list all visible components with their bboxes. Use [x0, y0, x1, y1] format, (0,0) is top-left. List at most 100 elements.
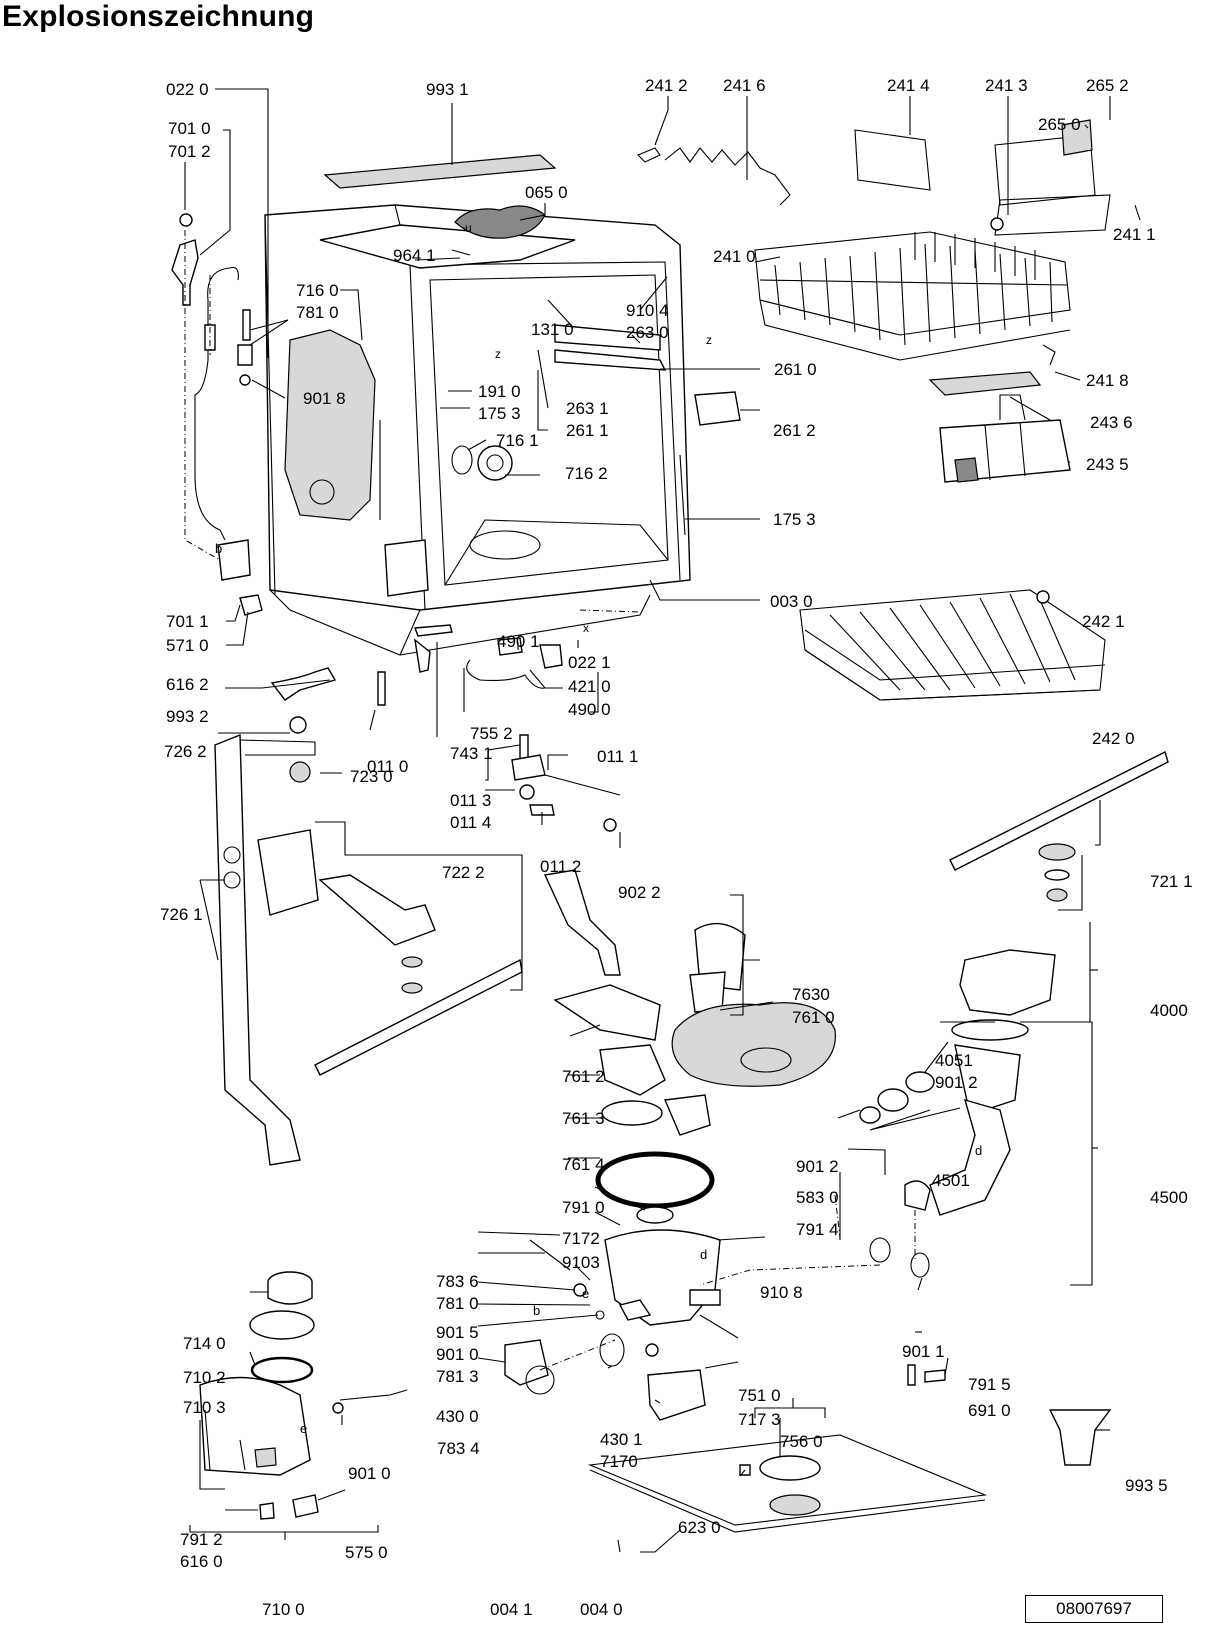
label-722-2: 722 2 — [442, 863, 485, 882]
label-755-2: 755 2 — [470, 724, 513, 743]
hose-connector — [954, 1044, 1021, 1116]
label-003-0: 003 0 — [770, 592, 813, 611]
sump — [604, 1229, 721, 1326]
label-902-2: 902 2 — [618, 883, 661, 902]
leader-lines — [184, 88, 1141, 1553]
label-4000: 4000 — [1150, 1001, 1188, 1020]
housing-gasket — [951, 1019, 1029, 1041]
hinge-bracket — [854, 129, 931, 191]
marker-b-1: b — [215, 541, 222, 556]
label-004-0: 004 0 — [580, 1600, 623, 1619]
label-011-2: 011 2 — [540, 857, 581, 876]
label-761-3: 761 3 — [562, 1109, 605, 1128]
label-583-0: 583 0 — [796, 1188, 839, 1207]
feed-pipe — [543, 869, 621, 976]
label-901-5: 901 5 — [436, 1323, 479, 1342]
label-763-0: 7630 — [792, 985, 830, 1004]
label-717-0: 7170 — [600, 1452, 638, 1471]
hose-line — [194, 266, 239, 541]
chamber-valve — [292, 1494, 319, 1518]
label-721-1: 721 1 — [1150, 872, 1193, 891]
label-261-1: 261 1 — [566, 421, 609, 440]
water-softener — [199, 1271, 315, 1476]
label-241-1: 241 1 — [1113, 225, 1156, 244]
cabinet-frame — [264, 204, 691, 656]
drain-hose — [929, 1098, 1011, 1216]
part-labels: 022 0 993 1 241 2 241 6 241 4 241 3 265 … — [160, 76, 1193, 1619]
upper-rail — [554, 324, 667, 371]
label-571-0: 571 0 — [166, 636, 209, 655]
sump-gasket — [595, 1151, 715, 1209]
label-175-3-a: 175 3 — [478, 404, 521, 423]
label-623-0: 623 0 — [678, 1518, 721, 1537]
label-781-3: 781 3 — [436, 1367, 479, 1386]
sump-outlet — [689, 1289, 721, 1306]
cutlery-basket-lid — [928, 371, 1042, 396]
label-751-0: 751 0 — [738, 1386, 781, 1405]
label-993-2: 993 2 — [166, 707, 209, 726]
rail-holder — [694, 391, 741, 426]
drain-pump — [647, 1369, 706, 1421]
filter-housing — [599, 1044, 666, 1096]
upper-basket — [754, 231, 1071, 361]
arm-nut — [1046, 888, 1068, 902]
label-241-3: 241 3 — [985, 76, 1028, 95]
lower-basket — [799, 589, 1106, 701]
label-011-0: 011 0 — [367, 757, 408, 776]
centerlines — [184, 230, 916, 1371]
label-710-0: 710 0 — [262, 1600, 305, 1619]
pump-ring — [599, 1333, 625, 1367]
label-261-2: 261 2 — [773, 421, 816, 440]
hose-ring — [859, 1106, 881, 1124]
label-791-5: 791 5 — [968, 1375, 1011, 1394]
roller-part — [1036, 590, 1050, 604]
hose-clamp — [905, 1071, 935, 1093]
label-761-4: 761 4 — [562, 1155, 605, 1174]
label-265-0: 265 0 — [1038, 115, 1081, 134]
tube-nut — [332, 1402, 344, 1414]
marker-d: d — [975, 1143, 982, 1158]
washer-part — [401, 956, 423, 968]
label-616-0: 616 0 — [180, 1552, 223, 1571]
label-791-0: 791 0 — [562, 1198, 605, 1217]
spring-wire — [664, 147, 791, 206]
label-430-0: 430 0 — [436, 1407, 479, 1426]
label-241-2: 241 2 — [645, 76, 688, 95]
marker-z-2: z — [706, 333, 712, 347]
label-781-0-door: 781 0 — [296, 303, 339, 322]
label-717-2: 7172 — [562, 1229, 600, 1248]
label-716-2: 716 2 — [565, 464, 608, 483]
float-part — [759, 1455, 821, 1481]
thermo-cable — [544, 774, 621, 796]
base-plate — [587, 1434, 988, 1526]
sensor-tab — [259, 1502, 275, 1520]
label-756-0: 756 0 — [780, 1432, 823, 1451]
label-710-3: 710 3 — [183, 1398, 226, 1417]
thermo-holder — [511, 754, 546, 781]
wrench-tool — [270, 667, 337, 701]
label-243-5: 243 5 — [1086, 455, 1129, 474]
label-901-0-a: 901 0 — [436, 1345, 479, 1364]
label-004-1: 004 1 — [490, 1600, 533, 1619]
heater-rod — [529, 1239, 591, 1281]
wheel-part — [990, 217, 1004, 231]
label-701-2: 701 2 — [168, 142, 211, 161]
label-964-1: 964 1 — [393, 246, 436, 265]
label-710-2: 710 2 — [183, 1368, 226, 1387]
label-011-1: 011 1 — [597, 747, 638, 766]
label-4501: 4501 — [932, 1171, 970, 1190]
lock-latch — [414, 624, 453, 637]
hose-coupling — [877, 1088, 909, 1112]
label-743-1: 743 1 — [450, 744, 493, 763]
label-490-0: 490 0 — [568, 700, 611, 719]
page-title: Explosionszeichnung — [2, 0, 315, 33]
label-761-0: 761 0 — [792, 1008, 835, 1027]
label-011-3: 011 3 — [450, 791, 491, 810]
arm-bearing — [1038, 843, 1076, 861]
bolt-part — [377, 671, 386, 706]
microswitch-part — [907, 1364, 946, 1386]
label-265-2: 265 2 — [1086, 76, 1129, 95]
label-4500: 4500 — [1150, 1188, 1188, 1207]
label-243-6: 243 6 — [1090, 413, 1133, 432]
lower-spray-arm — [949, 751, 1169, 871]
